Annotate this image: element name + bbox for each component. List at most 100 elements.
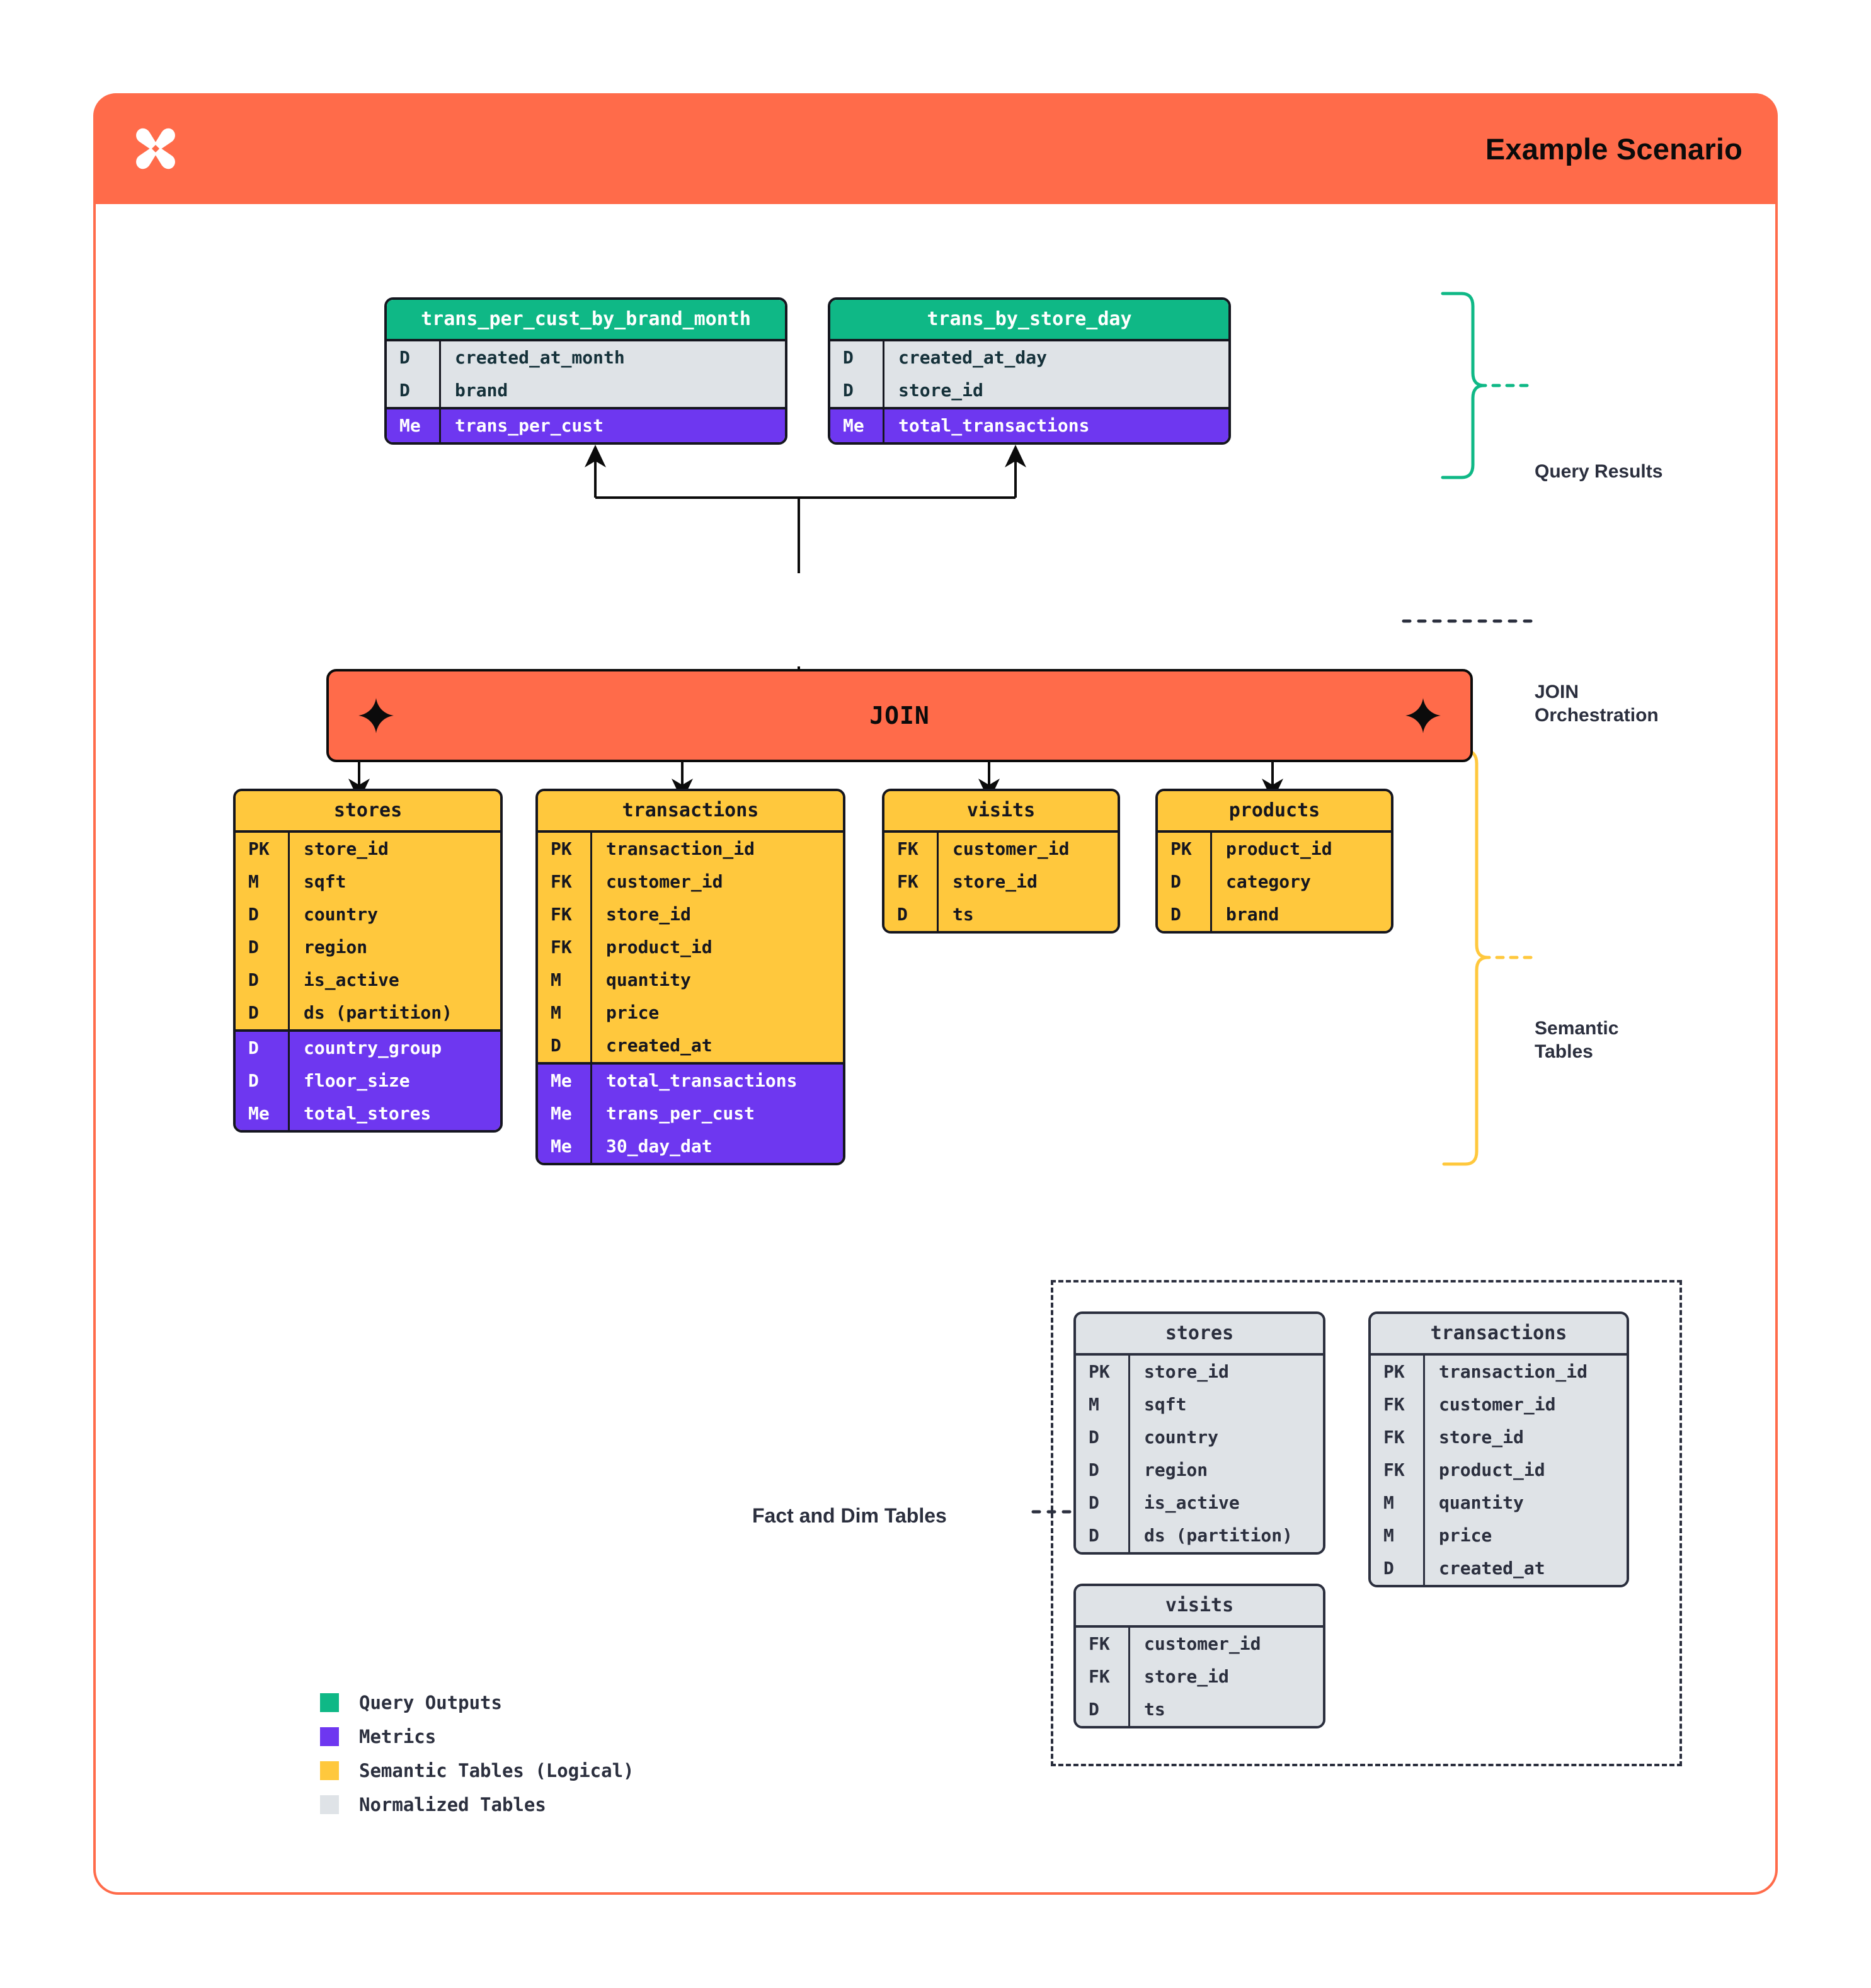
annotation-join-orchestration: JOIN Orchestration	[1535, 682, 1659, 726]
annotation-fact-and-dim-tables: Fact and Dim Tables	[752, 1504, 947, 1527]
row-key: M	[538, 964, 592, 997]
row-field: country	[304, 904, 379, 925]
row-key: D	[1076, 1487, 1130, 1519]
table-row[interactable]: Me total_transactions	[830, 409, 1228, 442]
row-field: quantity	[1439, 1492, 1524, 1513]
row-field: trans_per_cust	[455, 415, 604, 436]
row-key: M	[1371, 1519, 1425, 1552]
row-key: FK	[538, 931, 592, 964]
annotation-query-results: Query Results	[1535, 461, 1663, 482]
row-field: floor_size	[304, 1070, 410, 1091]
row-key: FK	[1371, 1454, 1425, 1487]
row-key: Me	[387, 409, 441, 442]
table-row[interactable]: D created_at_day	[830, 341, 1228, 374]
row-key: FK	[1371, 1421, 1425, 1454]
row-key: FK	[1076, 1628, 1130, 1660]
row-key: FK	[538, 898, 592, 931]
join-orchestration-bar[interactable]: JOIN	[326, 669, 1473, 762]
row-field: store_id	[1144, 1666, 1229, 1687]
query-result-table-trans-per-cust-by-brand-month[interactable]: trans_per_cust_by_brand_month D created_…	[384, 297, 787, 445]
page-title: Example Scenario	[1485, 132, 1742, 166]
row-field: transaction_id	[606, 838, 755, 859]
row-field: total_stores	[304, 1103, 432, 1124]
query-result-table-trans-by-store-day[interactable]: trans_by_store_day D created_at_day D st…	[828, 297, 1231, 445]
table-title: stores	[1076, 1314, 1323, 1356]
row-key: Me	[538, 1130, 592, 1163]
table-row[interactable]: Me total_stores	[236, 1097, 500, 1130]
row-key: D	[236, 964, 290, 997]
row-key: D	[236, 898, 290, 931]
row-field: created_at	[606, 1035, 712, 1056]
legend-item-metrics: Metrics	[320, 1720, 634, 1754]
row-field: store_id	[953, 871, 1038, 892]
table-row[interactable]: D brand	[387, 374, 785, 407]
table-row[interactable]: D created_at_month	[387, 341, 785, 374]
row-key: Me	[236, 1097, 290, 1130]
table-row[interactable]: D store_id	[830, 374, 1228, 407]
row-key: D	[236, 1032, 290, 1065]
table-row[interactable]: Me trans_per_cust	[387, 409, 785, 442]
row-field: is_active	[304, 969, 399, 990]
row-field: ts	[1144, 1699, 1165, 1720]
metric-rows: Me trans_per_cust	[387, 407, 785, 442]
row-key: D	[1371, 1552, 1425, 1585]
row-key: Me	[538, 1065, 592, 1097]
legend-swatch-grey	[320, 1795, 339, 1814]
row-key: D	[236, 931, 290, 964]
legend-item-query-outputs: Query Outputs	[320, 1686, 634, 1720]
x-brand-logo-icon	[129, 122, 183, 176]
row-key: Me	[830, 409, 884, 442]
row-key: PK	[1076, 1356, 1130, 1388]
dimension-rows: D created_at_day D store_id	[830, 341, 1228, 407]
